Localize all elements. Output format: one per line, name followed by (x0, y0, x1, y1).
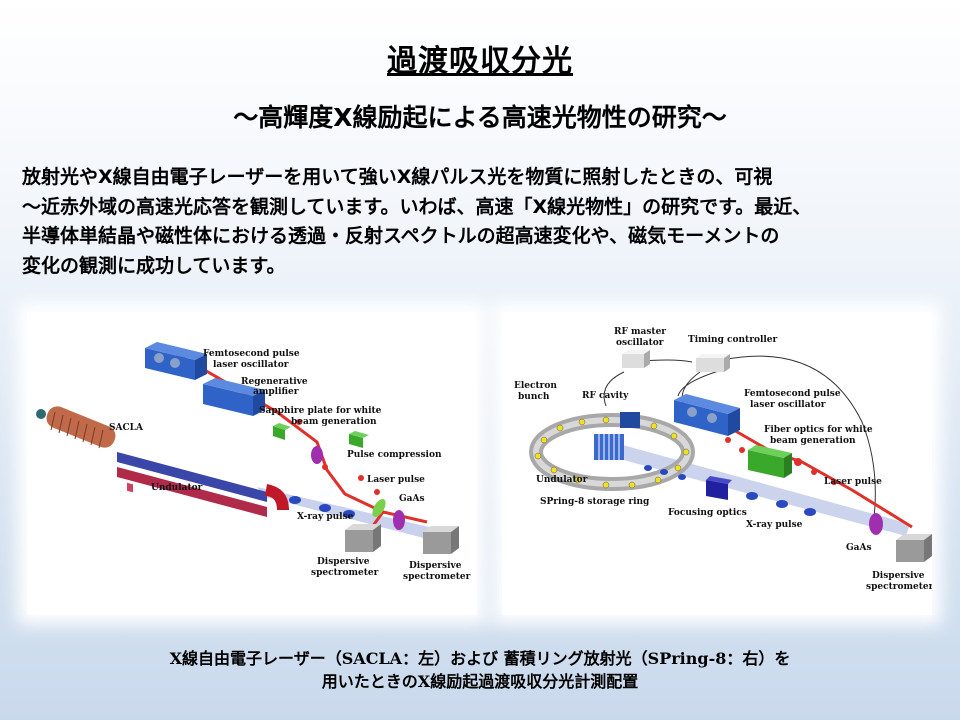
timing-controller-box (696, 354, 730, 372)
page-title: 過渡吸収分光 (387, 44, 573, 79)
spring8-setup-diagram: RF master oscillator Timing controller E… (502, 312, 932, 615)
label-fs-oscillator-2: laser oscillator (750, 400, 826, 410)
label-fiber-1: Fiber optics for white (764, 425, 873, 435)
rf-cavity (620, 412, 640, 428)
rf-master-box (622, 350, 650, 368)
spring8-diagram-graphic: RF master oscillator Timing controller E… (514, 327, 932, 592)
label-gaas: GaAs (846, 543, 872, 553)
undulator-magnets (594, 434, 624, 460)
label-laser-pulse: Laser pulse (824, 477, 882, 487)
description-text: 放射光やX線自由電子レーザーを用いて強いX線パルス光を物質に照射したときの、可視… (22, 163, 942, 281)
storage-ring (529, 413, 695, 491)
pulse-compressor (349, 431, 369, 448)
label-sapphire-1: Sapphire plate for white (259, 406, 382, 416)
oscillator-box (145, 342, 207, 380)
mirror (311, 446, 323, 464)
label-dispersive-2a: Dispersive (409, 561, 462, 571)
label-dispersive-1a: Dispersive (317, 557, 370, 567)
description-line: 〜近赤外域の高速光応答を観測しています。いわば、高速「X線光物性」の研究です。最… (22, 195, 812, 218)
sacla-setup-diagram: Femtosecond pulse laser oscillator Regen… (27, 312, 477, 615)
gaas-sample (869, 513, 883, 535)
label-pulse-compression: Pulse compression (347, 450, 442, 460)
spectrometer (896, 534, 932, 562)
label-electron-1: Electron (514, 381, 557, 391)
caption-line-2: 用いたときのX線励起過渡吸収分光計測配置 (321, 672, 639, 691)
label-sacla: SACLA (109, 423, 144, 433)
laser-pulses (725, 437, 837, 485)
sacla-accelerator (36, 406, 116, 449)
label-gaas: GaAs (399, 494, 425, 504)
label-undulator: Undulator (151, 483, 203, 493)
label-xray-pulse: X-ray pulse (297, 512, 354, 522)
page-subtitle: 〜高輝度X線励起による高速光物性の研究〜 (233, 103, 727, 132)
label-fiber-2: beam generation (770, 436, 856, 446)
undulator-magnets (117, 452, 267, 517)
description-line: 変化の観測に成功しています。 (22, 254, 286, 277)
label-fs-oscillator-2: laser oscillator (213, 360, 289, 370)
gaas-sample (372, 498, 386, 518)
xray-pulses (644, 465, 816, 516)
mirror-2 (393, 510, 405, 530)
description-line: 半導体単結晶や磁性体における透過・反射スペクトルの超高速変化や、磁気モーメントの (22, 225, 780, 247)
label-sapphire-2: beam generation (291, 417, 377, 427)
label-focusing-optics: Focusing optics (668, 508, 747, 518)
label-dispersive-2: spectrometer (866, 582, 932, 592)
sacla-diagram-graphic: Femtosecond pulse laser oscillator Regen… (36, 342, 471, 582)
label-regen-1: Regenerative (241, 377, 308, 387)
label-xray-pulse: X-ray pulse (746, 520, 803, 530)
label-storage-ring: SPring-8 storage ring (540, 497, 650, 507)
label-laser-pulse: Laser pulse (367, 475, 425, 485)
amplifier-box (203, 378, 265, 416)
label-fs-oscillator-1: Femtosecond pulse (203, 349, 300, 359)
label-dispersive-2b: spectrometer (403, 572, 471, 582)
sapphire-plate (273, 423, 291, 440)
label-dispersive-1: Dispersive (872, 571, 925, 581)
laser-pulses (296, 419, 380, 495)
spectrometer-1 (345, 524, 381, 552)
label-rf-master-1: RF master (614, 327, 666, 337)
figure-caption: X線自由電子レーザー（SACLA：左）および 蓄積リング放射光（SPring-8… (0, 647, 960, 693)
spectrometer-2 (423, 526, 459, 554)
label-timing-controller: Timing controller (688, 335, 778, 345)
description-line: 放射光やX線自由電子レーザーを用いて強いX線パルス光を物質に照射したときの、可視 (22, 166, 773, 188)
label-rf-cavity: RF cavity (582, 391, 629, 401)
oscillator-box (674, 394, 740, 436)
label-fs-oscillator-1: Femtosecond pulse (744, 389, 841, 399)
bending-magnet (265, 484, 289, 510)
focusing-optics (706, 476, 732, 500)
caption-line-1: X線自由電子レーザー（SACLA：左）および 蓄積リング放射光（SPring-8… (169, 649, 791, 668)
label-undulator: Undulator (536, 475, 588, 485)
xray-pulses (289, 496, 355, 518)
fiber-optics-box (748, 445, 792, 478)
label-electron-2: bunch (518, 392, 550, 402)
label-regen-2: amplifier (253, 387, 299, 397)
label-rf-master-2: oscillator (616, 338, 664, 348)
label-dispersive-1b: spectrometer (311, 568, 379, 578)
